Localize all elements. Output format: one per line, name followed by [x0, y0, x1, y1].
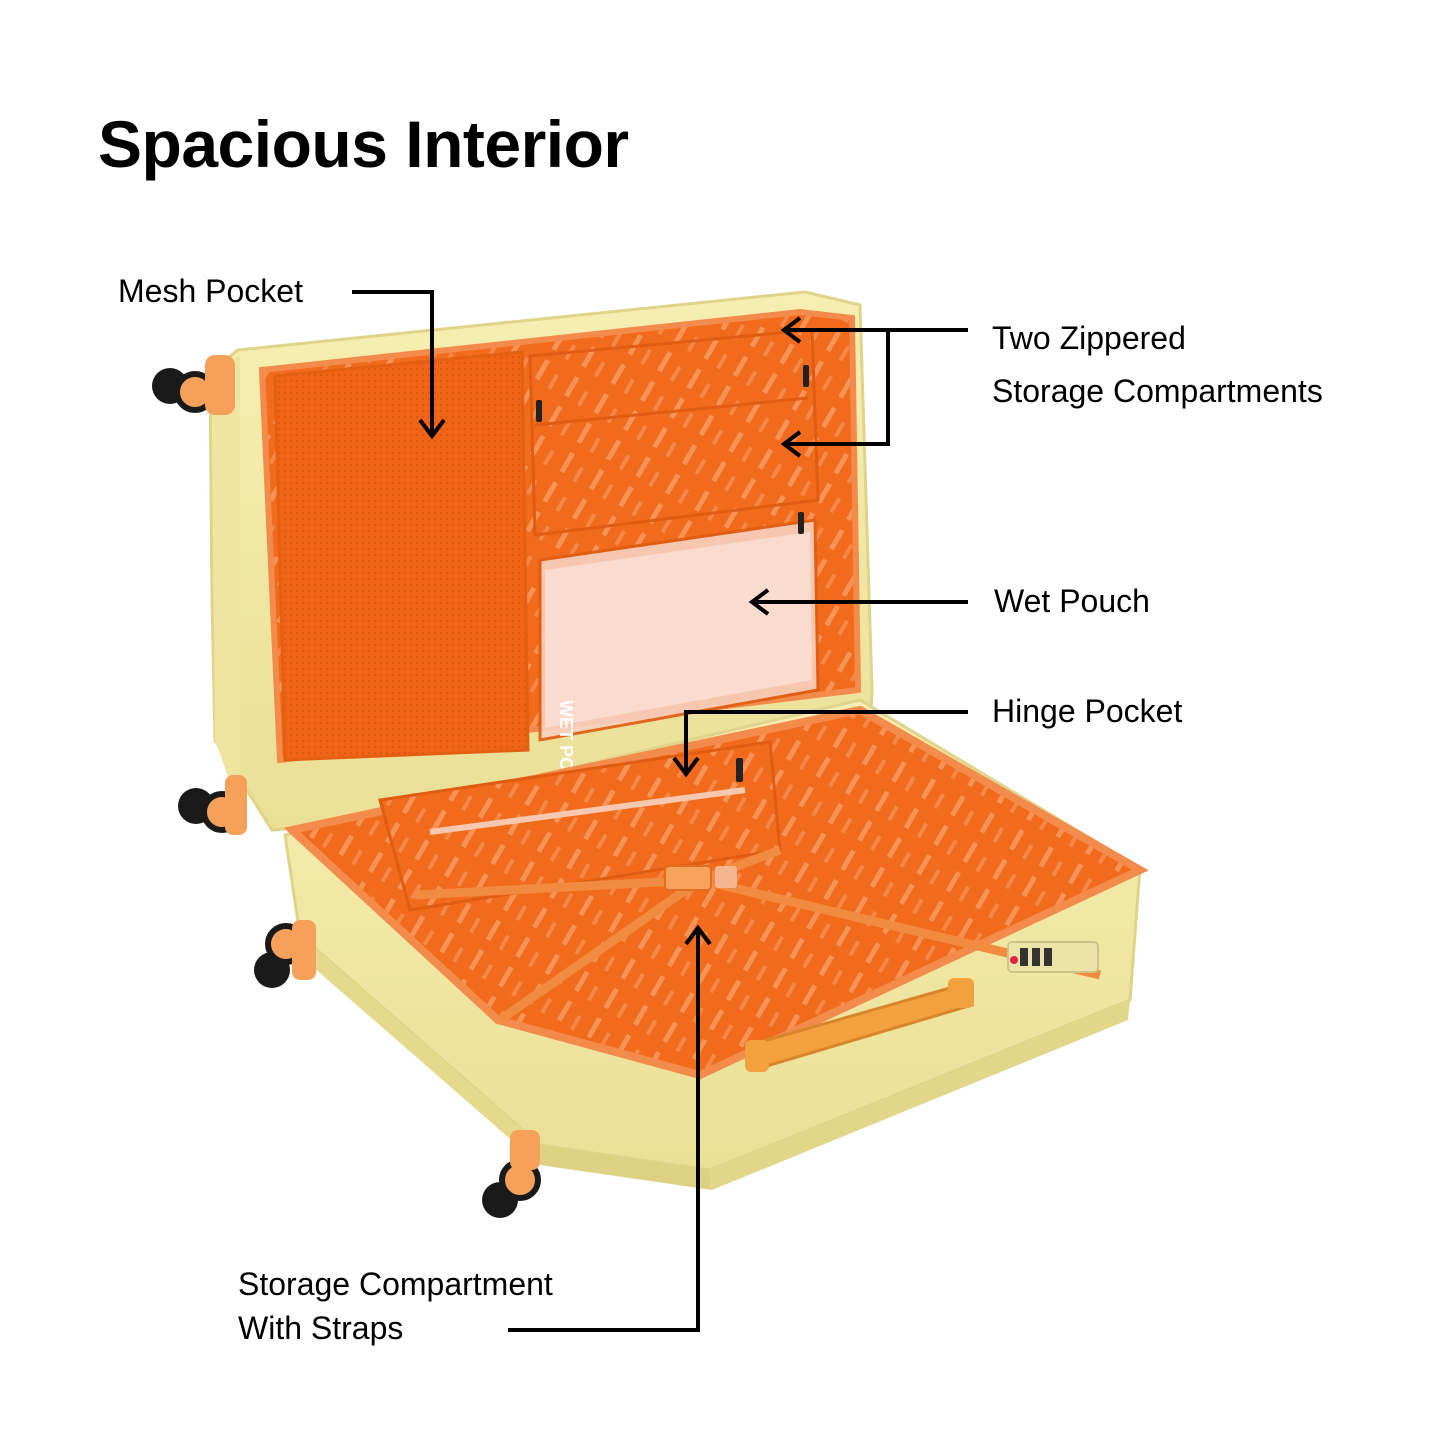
mesh-pocket-arrow: [352, 290, 434, 432]
base-lining: [283, 705, 1149, 1080]
zippered-arrow-lower: [788, 328, 968, 446]
base-wheels: [254, 920, 541, 1218]
combination-lock: [1007, 941, 1099, 973]
callout-zippered-line2: Storage Compartments: [992, 373, 1323, 409]
callout-mesh-pocket-text: Mesh Pocket: [118, 273, 303, 309]
callout-storage-compartment: Storage Compartment With Straps: [238, 1262, 553, 1350]
callout-wet-pouch: Wet Pouch: [994, 580, 1150, 623]
page-title: Spacious Interior: [98, 107, 629, 181]
lid-wheels: [152, 355, 247, 835]
callout-storage-line2: With Straps: [238, 1310, 404, 1346]
storage-arrow: [508, 932, 700, 1332]
callout-mesh-pocket: Mesh Pocket: [118, 270, 303, 313]
callout-wet-pouch-text: Wet Pouch: [994, 583, 1150, 619]
callout-storage-line1: Storage Compartment: [238, 1266, 553, 1302]
callout-hinge-pocket: Hinge Pocket: [992, 690, 1182, 733]
hinge-pocket-arrow: [684, 710, 968, 770]
callout-zippered-line1: Two Zippered: [992, 320, 1186, 356]
callout-arrows: [352, 290, 968, 1332]
callout-zippered: Two Zippered Storage Compartments: [992, 312, 1323, 418]
callout-hinge-pocket-text: Hinge Pocket: [992, 693, 1183, 729]
lid-lining: WET POUCH: [258, 308, 862, 810]
base-handle: [745, 978, 975, 1072]
mesh-pocket-panel: [273, 350, 530, 762]
